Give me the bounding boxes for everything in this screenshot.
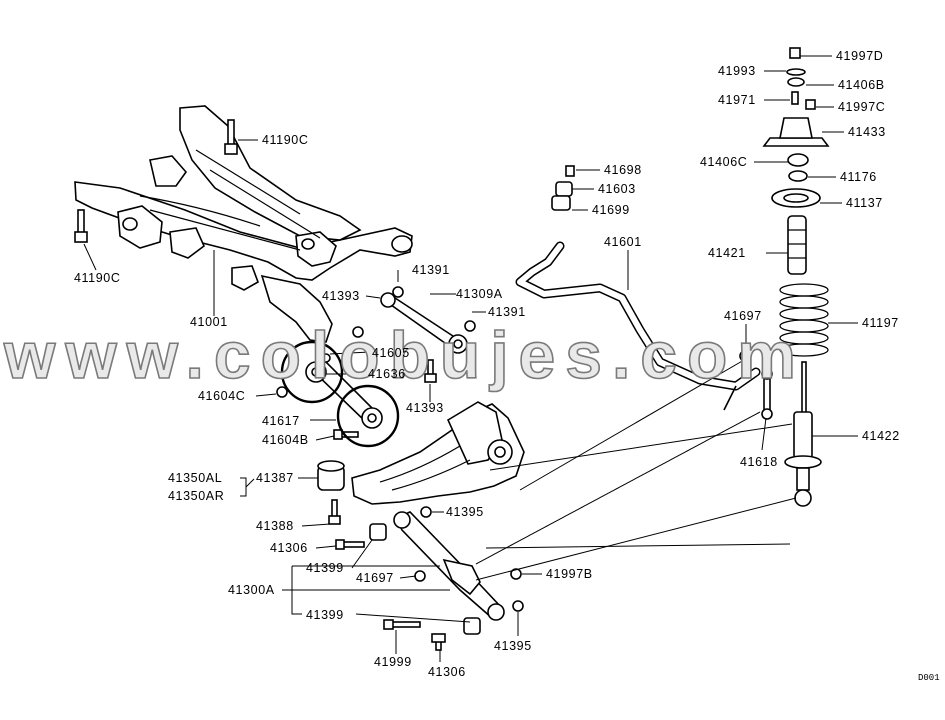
nut-41997B <box>510 568 522 580</box>
nut-41391-upper <box>392 286 404 298</box>
label-41387: 41387 <box>256 471 294 485</box>
bolt-41999 <box>383 619 421 630</box>
watermark-text: www.colobujes.com <box>3 318 806 392</box>
nut-41697-upper <box>739 350 751 362</box>
control-arm-41617 <box>305 361 383 429</box>
lower-arm-41300A <box>393 511 505 621</box>
label-41190C-left: 41190C <box>74 271 120 285</box>
label-41399-lower: 41399 <box>306 608 344 622</box>
label-41190C-top: 41190C <box>262 133 308 147</box>
label-41421: 41421 <box>708 246 746 260</box>
bushing-41399-upper <box>369 523 387 541</box>
label-41603: 41603 <box>598 182 636 196</box>
crossmember-41001 <box>74 105 413 343</box>
label-41697-upper: 41697 <box>724 309 762 323</box>
label-41399-upper: 41399 <box>306 561 344 575</box>
label-41999: 41999 <box>374 655 412 669</box>
label-41350AL: 41350AL <box>168 471 222 485</box>
label-41604C: 41604C <box>198 389 245 403</box>
label-41604B: 41604B <box>262 433 309 447</box>
leader-lines <box>83 55 858 662</box>
label-41605: 41605 <box>372 346 410 360</box>
nut-41697-lower <box>414 570 426 582</box>
label-41993: 41993 <box>718 64 756 78</box>
label-41699: 41699 <box>592 203 630 217</box>
bolt-41190C-left <box>74 209 88 243</box>
label-41391-upper: 41391 <box>412 263 450 277</box>
nut-41997D <box>789 47 801 59</box>
bushing-41387 <box>317 460 345 491</box>
nut-41391-lower <box>464 320 476 332</box>
bolt-41306-upper <box>335 539 365 550</box>
bolt-41306-lower <box>431 633 446 651</box>
nut-41604C <box>276 386 288 398</box>
label-41393-upper: 41393 <box>322 289 360 303</box>
highlight-circle-41617 <box>336 384 400 448</box>
label-41176: 41176 <box>840 170 877 184</box>
bolt-41190C-top <box>224 119 238 155</box>
label-41388: 41388 <box>256 519 294 533</box>
label-41309A: 41309A <box>456 287 503 301</box>
bolt-41393-lower <box>424 359 437 383</box>
coil-spring-41197 <box>779 283 829 357</box>
label-41422: 41422 <box>862 429 900 443</box>
label-41406B: 41406B <box>838 78 885 92</box>
label-41391-lower: 41391 <box>488 305 526 319</box>
stabilizer-bar-41601 <box>515 241 761 411</box>
nut-41605 <box>321 353 331 363</box>
label-41636: 41636 <box>368 367 406 381</box>
upper-arm-41309A <box>380 292 468 354</box>
label-41306-upper: 41306 <box>270 541 308 555</box>
label-41997B: 41997B <box>546 567 593 581</box>
label-41617: 41617 <box>262 414 300 428</box>
label-41300A: 41300A <box>228 583 275 597</box>
label-41971: 41971 <box>718 93 756 107</box>
label-41997C: 41997C <box>838 100 885 114</box>
label-41137: 41137 <box>846 196 883 210</box>
nut-41395-lower <box>512 600 524 612</box>
label-41698: 41698 <box>604 163 642 177</box>
bolt-41388 <box>328 499 341 525</box>
strut-assembly <box>762 47 830 507</box>
stabilizer-bushing-41603 <box>551 165 575 211</box>
label-41393-lower: 41393 <box>406 401 444 415</box>
label-41306-lower: 41306 <box>428 665 466 679</box>
label-41395-upper: 41395 <box>446 505 484 519</box>
bolt-41604B <box>333 429 359 440</box>
label-41433: 41433 <box>848 125 886 139</box>
trailing-arm-knuckle <box>351 401 525 505</box>
label-41997D: 41997D <box>836 49 883 63</box>
label-41197: 41197 <box>862 316 899 330</box>
label-41601: 41601 <box>604 235 642 249</box>
nut-41395-upper <box>420 506 432 518</box>
label-41350AR: 41350AR <box>168 489 224 503</box>
label-41697-lower: 41697 <box>356 571 394 585</box>
link-41618 <box>761 368 773 420</box>
label-41395-lower: 41395 <box>494 639 532 653</box>
bushing-41399-lower <box>463 617 481 635</box>
highlight-circle-41636 <box>280 340 344 404</box>
part-number-labels: 41997D 41993 41406B 41971 41997C 41433 4… <box>74 49 940 683</box>
label-41618: 41618 <box>740 455 778 469</box>
label-41406C: 41406C <box>700 155 747 169</box>
nut-41393-upper <box>352 326 364 338</box>
label-41001: 41001 <box>190 315 228 329</box>
diagram-code: D001 <box>918 673 940 683</box>
